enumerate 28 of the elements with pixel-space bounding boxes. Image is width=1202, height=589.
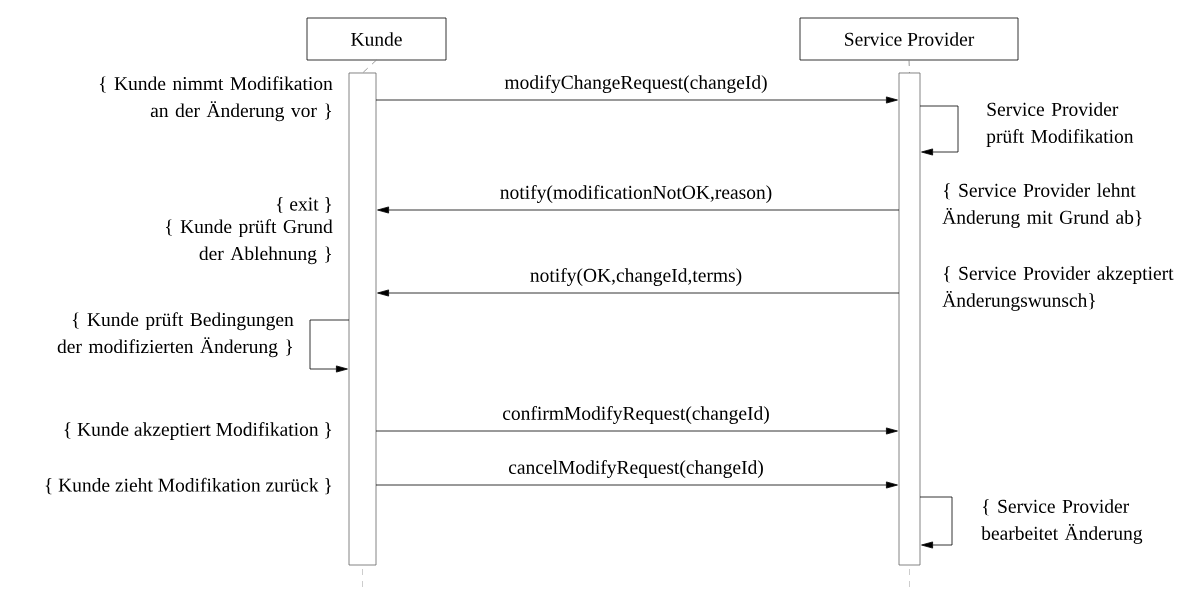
edge-label: confirmModifyRequest(changeId) [501, 405, 771, 425]
message-arrow [375, 427, 898, 435]
note-text: { Kunde prüft Bedingungen der modifizierten Änderung } [57, 312, 294, 358]
note-text: { Service Provider bearbeitet Änderung [981, 499, 1143, 544]
lifeline [908, 59, 910, 74]
edge-label: modifyChangeRequest(changeId) [503, 74, 769, 94]
message-arrow [377, 289, 900, 297]
lifeline-header-box: Kunde [306, 17, 447, 61]
message-arrow [375, 481, 898, 489]
note-text: { Kunde zieht Modifikation zurück } [45, 477, 332, 495]
message-arrow [377, 206, 900, 214]
note-text: { Kunde akzeptiert Modifikation } [64, 422, 332, 440]
lifeline-header-box: Service Provider [799, 17, 1019, 61]
message-arrow [375, 96, 898, 104]
activation-bar [348, 72, 377, 566]
note-text: { Service Provider lehnt Änderung mit Grund ab} [942, 183, 1142, 228]
self-message-arrow [919, 105, 959, 156]
edge-label: notify(OK,changeId,terms) [528, 267, 744, 287]
note-text: { Kunde nimmt Modifikation an der Änderung vor } [99, 76, 333, 122]
note-text: Service Provider prüft Modifikation [986, 102, 1134, 147]
note-text: { Service Provider akzeptiert Änderungswunsch} [942, 266, 1174, 311]
edge-label: cancelModifyRequest(changeId) [507, 459, 765, 479]
activation-bar [898, 72, 921, 566]
self-message-arrow [919, 496, 953, 549]
lifeline [362, 59, 377, 74]
self-message-arrow [309, 319, 350, 373]
edge-label: notify(modificationNotOK,reason) [498, 184, 774, 204]
note-text: { exit } [276, 196, 332, 214]
